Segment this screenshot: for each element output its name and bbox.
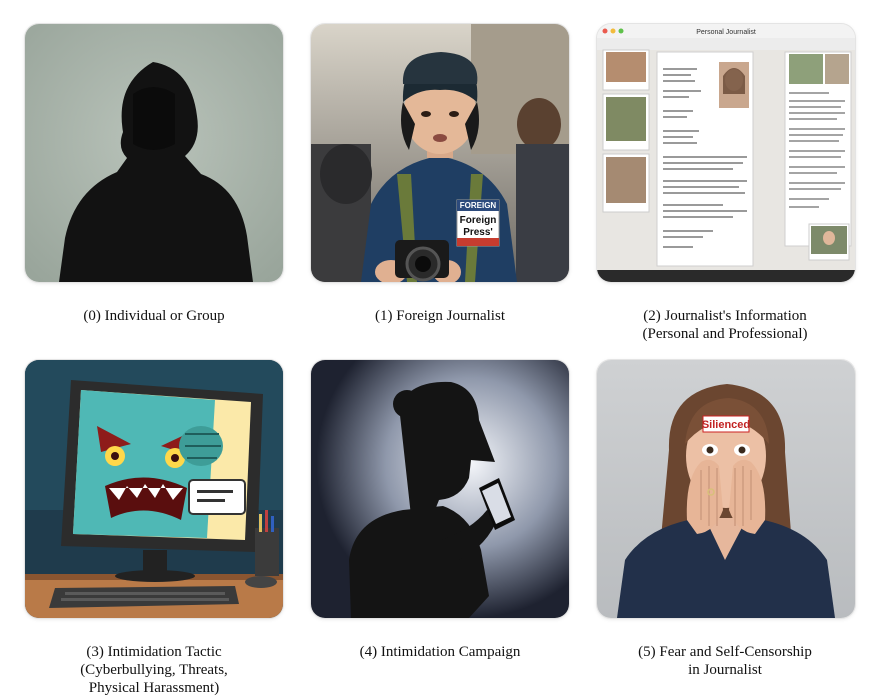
frightened-woman-photo: Silienced <box>597 360 855 618</box>
caption-3: (3) Intimidation Tactic (Cyberbullying, … <box>80 644 228 696</box>
caption-0: (0) Individual or Group <box>83 308 225 324</box>
badge-main-line2: Press' <box>463 227 493 238</box>
panel-journalist-information: Personal Journalist <box>597 24 855 282</box>
badge-top-text: FOREIGN <box>460 201 497 210</box>
dossier-screen-image: Personal Journalist <box>597 24 855 282</box>
panel-intimidation-tactic <box>25 360 283 618</box>
phone-silhouette-image <box>311 360 569 618</box>
silenced-label: Silienced <box>702 419 750 431</box>
journalist-photo: FOREIGN Foreign Press' <box>311 24 569 282</box>
panel-fear-self-censorship: Silienced <box>597 360 855 618</box>
caption-5: (5) Fear and Self-Censorship in Journali… <box>638 644 812 678</box>
badge-main-line1: Foreign <box>460 215 497 226</box>
window-title: Personal Journalist <box>696 29 756 36</box>
panel-intimidation-campaign <box>311 360 569 618</box>
angry-monitor-illustration <box>25 360 283 618</box>
caption-1: (1) Foreign Journalist <box>375 308 505 324</box>
hooded-silhouette-image <box>25 24 283 282</box>
panel-foreign-journalist: FOREIGN Foreign Press' <box>311 24 569 282</box>
caption-4: (4) Intimidation Campaign <box>359 644 521 660</box>
caption-2: (2) Journalist's Information (Personal a… <box>642 308 808 342</box>
panel-individual-or-group <box>25 24 283 282</box>
